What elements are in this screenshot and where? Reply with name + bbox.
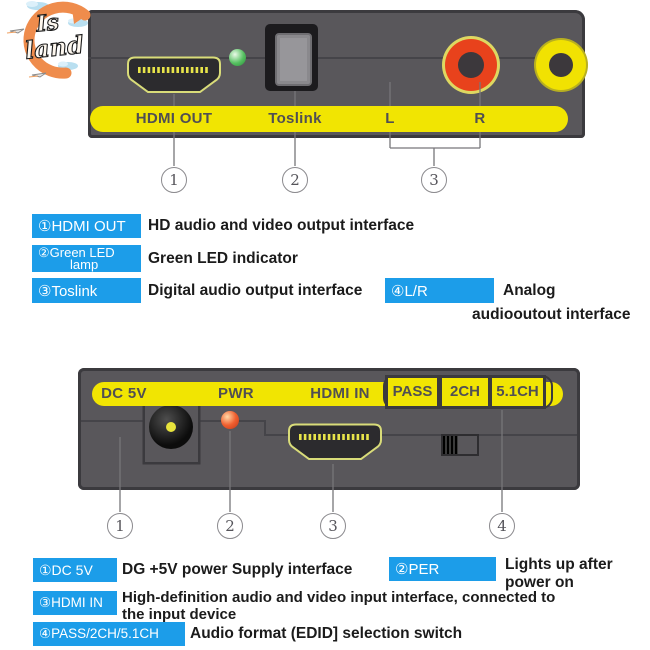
device-rear-panel: HDMI OUT Toslink L R xyxy=(88,10,586,138)
legend-desc-lr-line2: audiooutout interface xyxy=(472,306,631,323)
power-led-icon xyxy=(221,411,239,429)
legend-badge-hdmi-in: ③HDMI IN xyxy=(33,591,117,615)
legend-desc-edid: Audio format (EDID] selection switch xyxy=(190,625,463,642)
rca-right-hole xyxy=(549,53,573,77)
legend-badge-green-led: ②Green LED lamp xyxy=(32,245,141,272)
toslink-port-window xyxy=(275,33,312,86)
hdmi-in-port-icon xyxy=(288,423,382,460)
logo-swoosh-tip xyxy=(72,8,90,24)
logo-text-top: Is xyxy=(34,9,60,37)
callout-1-top: 1 xyxy=(161,167,187,193)
legend-desc-hdmi-in-line2: the input device xyxy=(122,606,237,623)
rca-right-jack-icon xyxy=(536,40,586,90)
legend-badge-lr: ④L/R xyxy=(385,278,494,303)
legend-badge-pwr: ②PER xyxy=(389,557,496,581)
label-51ch: 5.1CH xyxy=(492,378,543,406)
callout-2-top: 2 xyxy=(282,167,308,193)
rca-left-jack-icon xyxy=(445,39,497,91)
legend-badge-green-led-line2: lamp xyxy=(70,257,99,272)
plane-icon xyxy=(6,28,47,78)
label-toslink: Toslink xyxy=(268,110,322,127)
label-l: L xyxy=(385,110,395,127)
legend-desc-toslink: Digital audio output interface xyxy=(148,282,363,299)
logo-swoosh xyxy=(23,1,91,79)
legend-desc-pwr-line1: Lights up after xyxy=(505,556,613,573)
logo-text-bottom: land xyxy=(23,30,85,65)
rear-label-band: HDMI OUT Toslink L R xyxy=(90,106,568,132)
legend-desc-green-led: Green LED indicator xyxy=(148,250,298,267)
legend-desc-hdmi-out: HD audio and video output interface xyxy=(148,217,415,234)
panel-seam-step xyxy=(264,420,266,436)
panel-seam-line xyxy=(88,57,585,59)
legend-badge-dc5v: ①DC 5V xyxy=(33,558,117,582)
label-pass: PASS xyxy=(388,378,437,406)
edid-switch-grip xyxy=(443,436,458,454)
panel-seam-line xyxy=(377,434,443,436)
callout-3-top: 3 xyxy=(421,167,447,193)
green-led-icon xyxy=(229,49,246,66)
legend-badge-hdmi-out: ①HDMI OUT xyxy=(32,214,141,238)
label-hdmi-in: HDMI IN xyxy=(310,385,370,402)
device-front-panel: DC 5V PWR HDMI IN PASS 2CH 5.1CH xyxy=(78,368,580,490)
panel-seam-line xyxy=(477,434,577,436)
hdmi-out-port-icon xyxy=(127,56,221,93)
label-r: R xyxy=(474,110,486,127)
legend-desc-pwr-line2: power on xyxy=(505,574,574,591)
island-logo: Is land xyxy=(6,1,91,79)
edid-group-outline xyxy=(383,375,553,409)
panel-seam-line xyxy=(81,420,145,422)
legend-badge-edid: ④PASS/2CH/5.1CH xyxy=(33,622,185,646)
legend-badge-toslink: ③Toslink xyxy=(32,278,141,303)
panel-seam-line xyxy=(264,434,290,436)
callout-3-bottom: 3 xyxy=(320,513,346,539)
rca-left-hole xyxy=(458,52,484,78)
legend-desc-hdmi-in-line1: High-definition audio and video input in… xyxy=(122,589,556,606)
callout-2-bottom: 2 xyxy=(217,513,243,539)
label-pwr: PWR xyxy=(218,385,254,402)
legend-desc-lr-line1: Analog xyxy=(503,282,556,299)
legend-desc-dc5v: DG +5V power Supply interface xyxy=(122,561,353,578)
dc-jack-pin xyxy=(166,422,176,432)
callout-4-bottom: 4 xyxy=(489,513,515,539)
callout-1-bottom: 1 xyxy=(107,513,133,539)
label-2ch: 2CH xyxy=(442,378,488,406)
edid-switch-icon xyxy=(443,436,477,454)
label-hdmi-out: HDMI OUT xyxy=(135,110,213,127)
label-dc5v: DC 5V xyxy=(101,385,147,402)
legend-badge-green-led-line1: ②Green LED xyxy=(38,245,115,260)
